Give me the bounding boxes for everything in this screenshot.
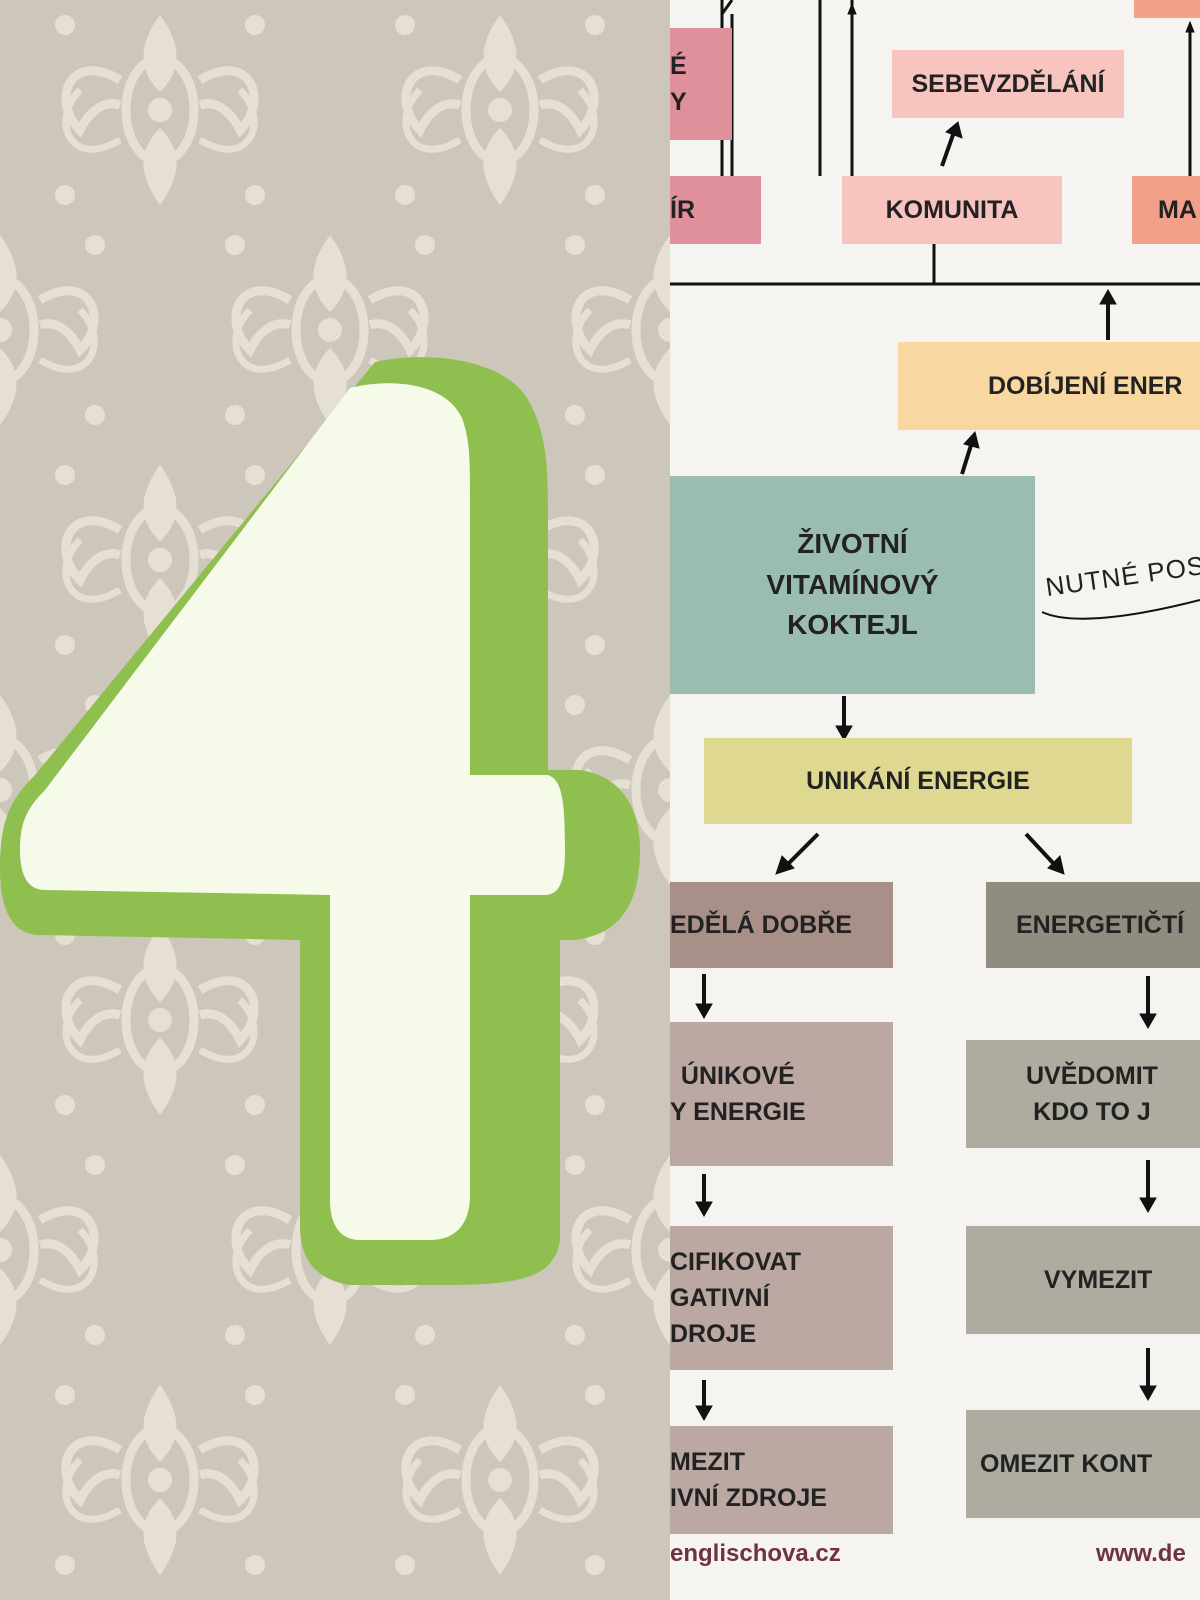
footer-url-left-text: englischova.cz (670, 1540, 841, 1567)
node-sebevzdelani-label: SEBEVZDĚLÁNÍ (911, 69, 1105, 98)
node-koktejl-label: ŽIVOTNÍ VITAMÍNOVÝ KOKTEJL (766, 528, 939, 641)
node-omezit-zdroje: MEZIT IVNÍ ZDROJE (670, 1426, 893, 1534)
node-uvedomit: UVĚDOMIT KDO TO J (966, 1040, 1200, 1148)
node-unikove-label: ÚNIKOVÉ Y ENERGIE (670, 1061, 806, 1126)
node-dobijeni-label: DOBÍJENÍ ENER (988, 371, 1183, 400)
node-dobijeni-energie: DOBÍJENÍ ENER (898, 342, 1200, 430)
digit-four (0, 357, 640, 1285)
node-omezit-kontakt: OMEZIT KONT (966, 1410, 1200, 1518)
node-omezit-kontakt-label: OMEZIT KONT (980, 1449, 1153, 1478)
node-uvedomit-label: UVĚDOMIT KDO TO J (1026, 1061, 1158, 1126)
node-unikove-energie: ÚNIKOVÉ Y ENERGIE (670, 1022, 893, 1166)
digit-four-fill (20, 383, 565, 1240)
node-energeticti: ENERGETIČTÍ (986, 882, 1200, 968)
node-unikani-label: UNIKÁNÍ ENERGIE (806, 766, 1030, 795)
node-zivotni-koktejl: ŽIVOTNÍ VITAMÍNOVÝ KOKTEJL (670, 476, 1035, 694)
node-top-left-label: É Y (670, 51, 687, 116)
left-panel: 4 (0, 0, 670, 1600)
node-identifikovat-label: CIFIKOVAT GATIVNÍ DROJE (670, 1247, 802, 1349)
node-komunita-label: KOMUNITA (885, 195, 1019, 224)
node-sebevzdelani: SEBEVZDĚLÁNÍ (892, 50, 1124, 118)
footer-url-right-text: www.de (1096, 1540, 1186, 1567)
footer-url-left[interactable]: englischova.cz (670, 1540, 841, 1568)
node-omezit-zdroje-label: MEZIT IVNÍ ZDROJE (670, 1447, 827, 1512)
node-top-left: É Y (670, 28, 732, 140)
diagram-panel: É Y ÍR SEBEVZDĚLÁNÍ KOMUNITA MA DOBÍJENÍ… (670, 0, 1200, 1600)
node-ma-label: MA (1158, 195, 1197, 224)
nutne-underline (1041, 599, 1200, 620)
node-nedela-dobre: EDĚLÁ DOBŘE (670, 882, 893, 968)
node-ma: MA (1132, 176, 1200, 244)
node-nedela-label: EDĚLÁ DOBŘE (670, 910, 852, 939)
node-vymezit-label: VYMEZIT (1044, 1265, 1153, 1294)
node-unikani-energie: UNIKÁNÍ ENERGIE (704, 738, 1132, 824)
node-top-right (1134, 0, 1200, 18)
node-mir: ÍR (670, 176, 761, 244)
connector-lines (670, 0, 1200, 1422)
node-vymezit: VYMEZIT (966, 1226, 1200, 1334)
node-energeticti-label: ENERGETIČTÍ (1016, 910, 1185, 939)
footer-url-right[interactable]: www.de (1096, 1540, 1186, 1568)
node-mir-label: ÍR (670, 195, 695, 224)
node-komunita: KOMUNITA (842, 176, 1062, 244)
node-identifikovat-zdroje: CIFIKOVAT GATIVNÍ DROJE (670, 1226, 893, 1370)
